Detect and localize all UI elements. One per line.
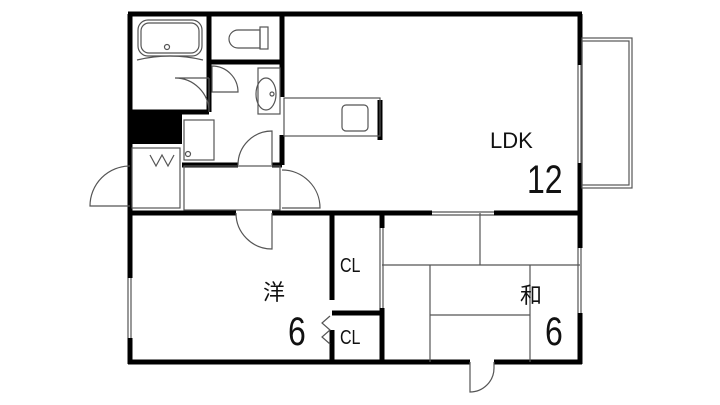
door-entrance <box>89 165 131 207</box>
bathtub-icon <box>137 19 203 57</box>
storage-block <box>130 114 182 144</box>
sink-icon <box>255 77 277 111</box>
room-size-western: 6 <box>288 310 306 354</box>
balcony <box>581 37 633 189</box>
window-ldk-bottom <box>432 211 494 216</box>
kitchen-counter <box>283 97 381 137</box>
room-size-japanese: 6 <box>545 310 563 354</box>
room-name-japanese: 和 <box>520 283 543 308</box>
window-wa-left <box>379 228 384 308</box>
room-name-ldk: LDK <box>490 128 533 153</box>
door-western <box>235 212 273 250</box>
door-bath <box>174 77 210 113</box>
room-size-ldk: 12 <box>527 158 563 202</box>
kitchen-sink-icon <box>341 104 369 132</box>
washer-icon <box>183 119 215 161</box>
closet-label-lower: CL <box>340 327 361 349</box>
door-toilet <box>211 65 239 93</box>
tatami-lines <box>382 213 580 362</box>
door-wash <box>237 130 273 166</box>
door-wa-balcony <box>469 362 495 393</box>
toilet-icon <box>228 29 261 49</box>
room-name-western: 洋 <box>263 280 286 305</box>
door-ldk <box>281 169 321 209</box>
closet-fold-door <box>149 153 175 168</box>
cl-fold-door <box>321 315 331 345</box>
window-ldk <box>577 65 582 163</box>
window-west-left <box>127 278 132 338</box>
closet-label-upper: CL <box>340 255 361 277</box>
window-wa-right <box>577 248 582 313</box>
